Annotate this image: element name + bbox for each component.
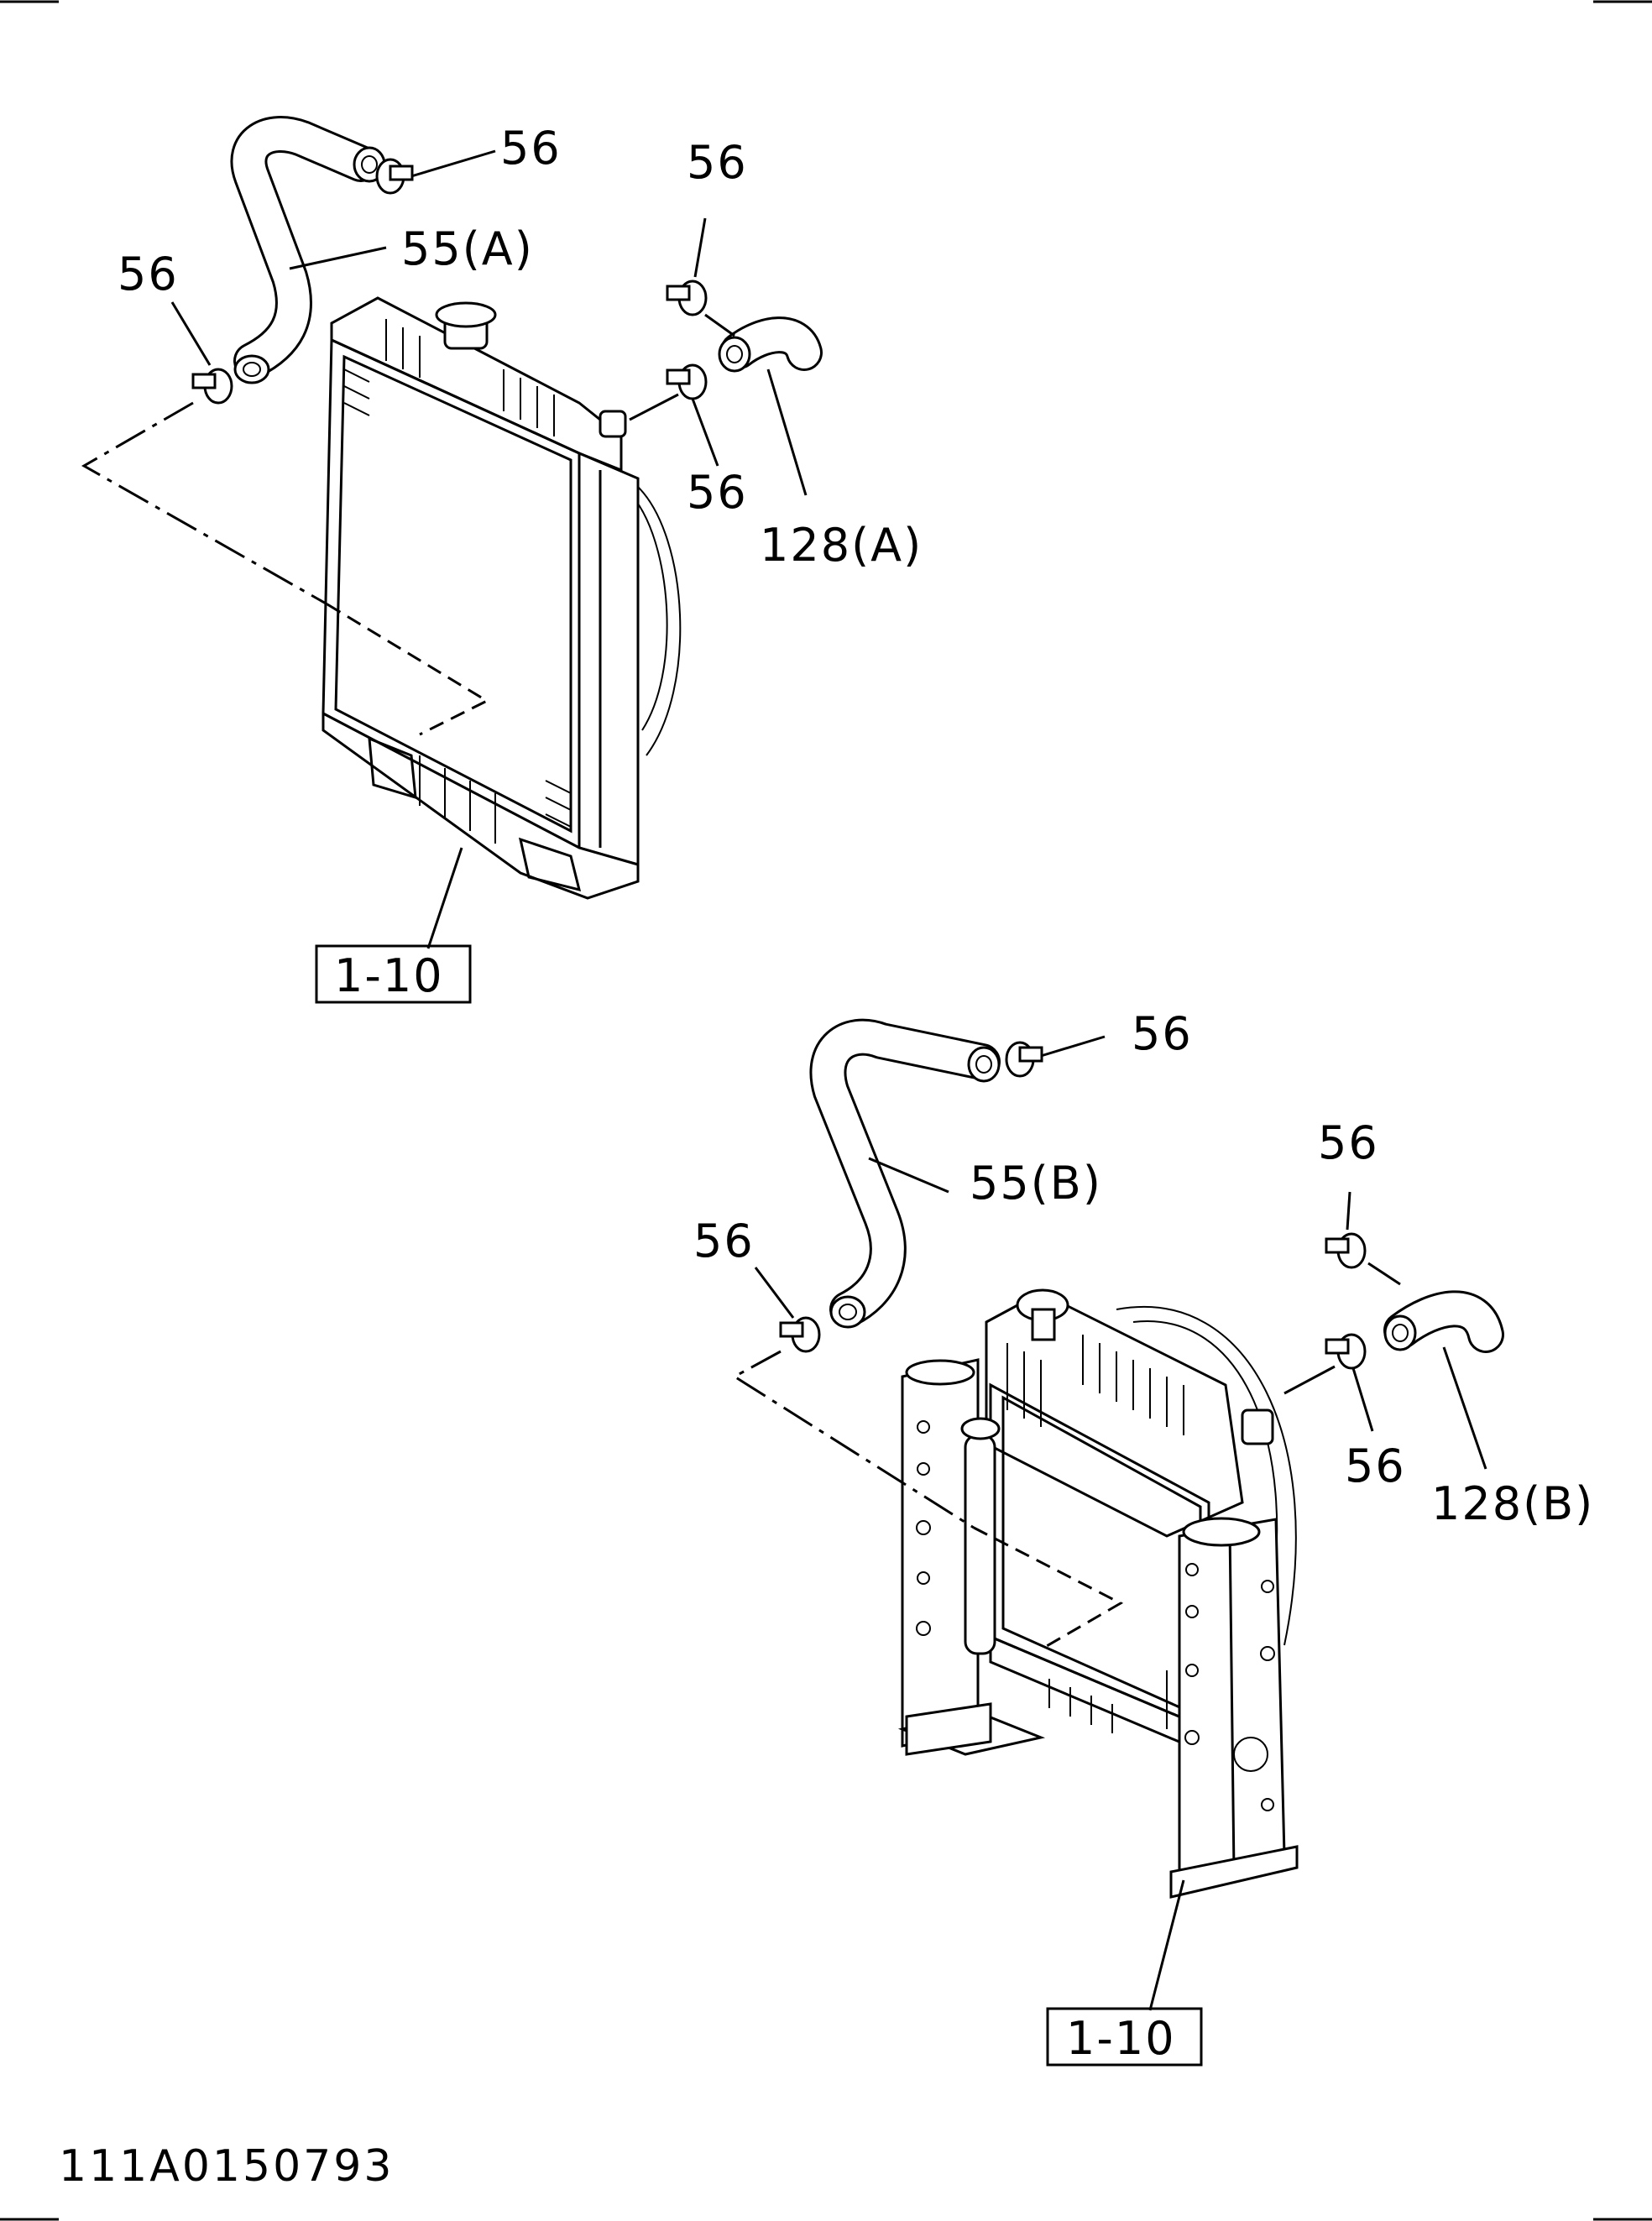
hose-55a (230, 116, 386, 384)
ref-1-10-a: 1-10 (334, 949, 444, 1002)
callout-55b: 55(B) (970, 1157, 1102, 1210)
ref-box-b (1046, 2007, 1203, 2067)
callout-56-a-right-bottom: 56 (687, 466, 748, 519)
callout-56-b-right-bottom: 56 (1345, 1440, 1406, 1492)
clamps-b (779, 1041, 1367, 1370)
callout-128a: 128(A) (760, 519, 923, 572)
radiator-b (897, 1288, 1299, 1899)
hose-55b (809, 1018, 1001, 1329)
labels-a: 56 55(A) 56 56 56 128(A) 1-10 (118, 122, 923, 1004)
callout-56-b-left: 56 (693, 1215, 755, 1267)
callout-56-a-top: 56 (500, 122, 562, 175)
hose-128a (718, 316, 823, 373)
callout-56-b-top: 56 (1132, 1007, 1193, 1060)
leaders-b (732, 1035, 1487, 2011)
callout-56-b-right-top: 56 (1318, 1116, 1379, 1169)
ref-1-10-b: 1-10 (1066, 2012, 1176, 2065)
callout-56-a-left: 56 (118, 248, 179, 300)
hose-128b (1383, 1290, 1504, 1353)
callout-128b: 128(B) (1431, 1477, 1594, 1530)
radiator-a (322, 296, 682, 900)
ref-box-a (315, 944, 472, 1004)
labels-b: 56 55(B) 56 56 56 128(B) 1-10 (693, 1007, 1594, 2067)
leaders-a (81, 149, 808, 949)
callout-55a: 55(A) (401, 222, 534, 275)
drawing-code: 111A0150793 (59, 2141, 394, 2192)
callout-56-a-right-top: 56 (687, 136, 748, 189)
clamps-a (191, 158, 708, 405)
